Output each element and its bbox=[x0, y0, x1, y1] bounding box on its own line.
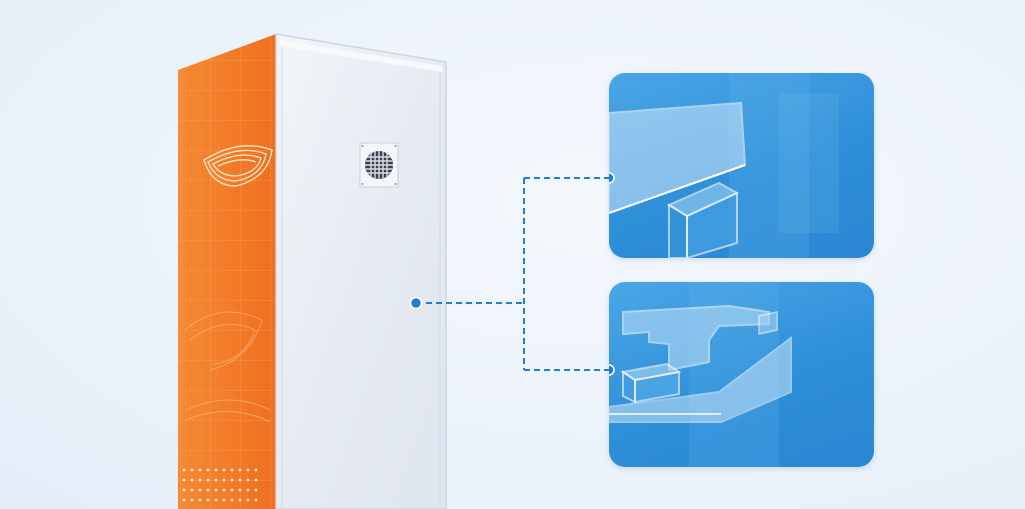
heating-coil-icon bbox=[203, 145, 273, 187]
connector-dot-icon bbox=[609, 364, 615, 376]
connector-dot-icon bbox=[609, 172, 615, 184]
connector-dot-icon bbox=[409, 296, 423, 310]
ventilation-fan-icon bbox=[359, 142, 399, 188]
cabinet-front-panel bbox=[275, 33, 447, 509]
detail-panel-top bbox=[609, 73, 874, 258]
tray-detail-illustration bbox=[609, 282, 792, 467]
cabinet-side-panel bbox=[178, 34, 276, 509]
rail-detail-illustration bbox=[609, 73, 839, 258]
detail-panel-bottom bbox=[609, 282, 874, 467]
dot-pattern bbox=[182, 468, 258, 502]
connector-lines bbox=[416, 177, 610, 371]
